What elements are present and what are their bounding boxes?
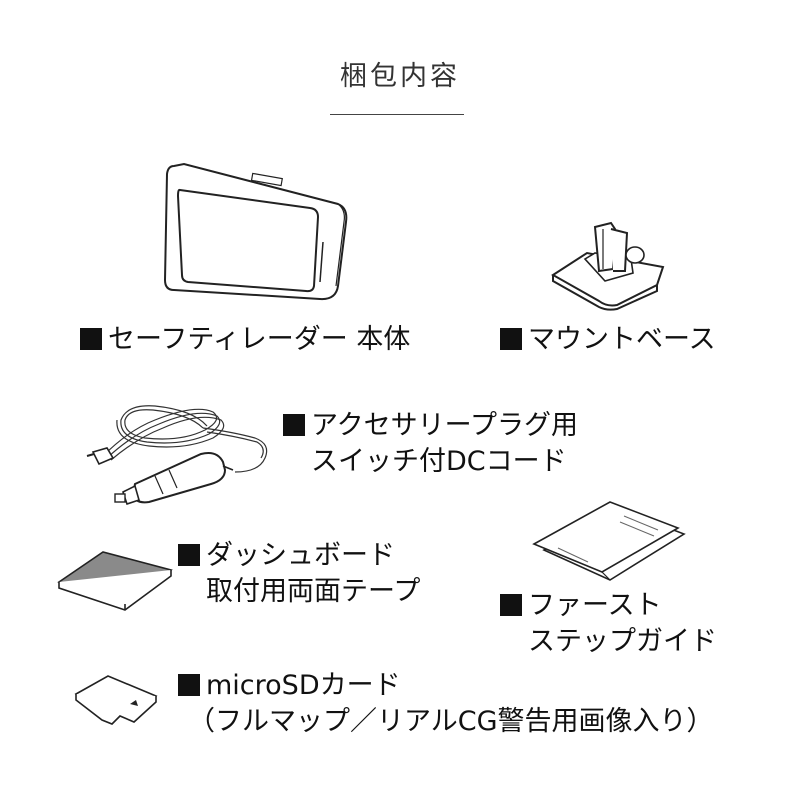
item-name-line1: アクセサリープラグ用 bbox=[311, 410, 579, 441]
title-underline bbox=[330, 114, 464, 115]
item-name-line2: 取付用両面テープ bbox=[206, 576, 421, 607]
item-name-line2: スイッチ付DCコード bbox=[311, 446, 567, 477]
item-name-line1: ダッシュボード bbox=[206, 540, 395, 571]
double-sided-tape-icon bbox=[57, 551, 173, 611]
bullet-square-icon bbox=[500, 328, 522, 350]
item-name: セーフティレーダー 本体 bbox=[108, 324, 411, 355]
bullet-square-icon bbox=[500, 594, 522, 616]
radar-unit-icon bbox=[163, 162, 348, 301]
page-title: 梱包内容 bbox=[340, 61, 460, 92]
item-name-line1: ファースト bbox=[528, 590, 662, 621]
bullet-square-icon bbox=[283, 414, 305, 436]
item-label-mount-base: マウントベース bbox=[500, 322, 716, 358]
dc-cord-icon bbox=[86, 405, 268, 506]
item-label-microsd: microSDカード （フルマップ／リアルCG警告用画像入り） bbox=[178, 668, 714, 740]
item-name-line2: （フルマップ／リアルCG警告用画像入り） bbox=[188, 706, 714, 737]
mount-base-icon bbox=[551, 221, 665, 311]
bullet-square-icon bbox=[80, 328, 102, 350]
bullet-square-icon bbox=[178, 544, 200, 566]
item-label-guide: ファースト ステップガイド bbox=[500, 588, 717, 660]
item-name-line1: microSDカード bbox=[206, 670, 401, 701]
microsd-card-icon bbox=[74, 675, 158, 725]
bullet-square-icon bbox=[178, 674, 200, 696]
item-label-radar-unit: セーフティレーダー 本体 bbox=[80, 322, 410, 358]
item-label-dc-cord: アクセサリープラグ用 スイッチ付DCコード bbox=[283, 408, 578, 480]
item-name-line2: ステップガイド bbox=[528, 626, 717, 657]
item-label-tape: ダッシュボード 取付用両面テープ bbox=[178, 538, 420, 610]
item-name: マウントベース bbox=[528, 324, 716, 355]
quick-guide-icon bbox=[532, 501, 686, 581]
